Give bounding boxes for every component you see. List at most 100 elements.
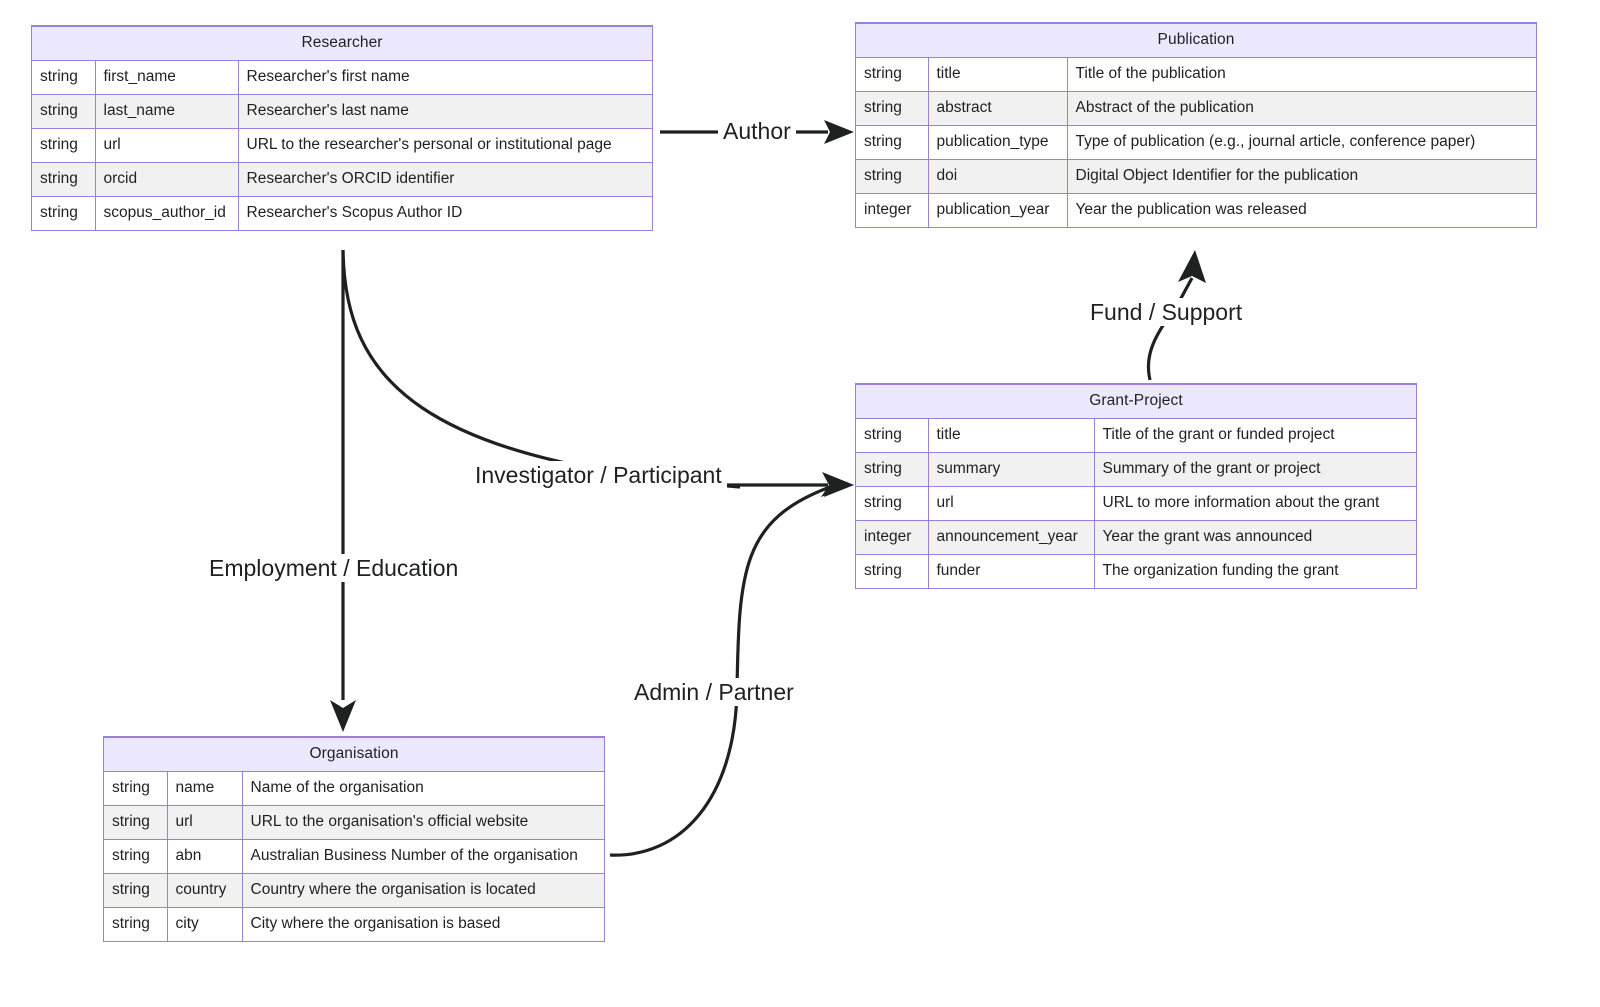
attr-field: title: [928, 418, 1095, 453]
attr-type: string: [32, 60, 96, 95]
attr-field: publication_year: [928, 193, 1068, 227]
attr-field: scopus_author_id: [95, 196, 239, 230]
attr-field: doi: [928, 159, 1068, 194]
attr-field: name: [167, 771, 243, 806]
attr-type: string: [104, 771, 168, 806]
attr-description: Abstract of the publication: [1067, 91, 1536, 126]
attr-field: first_name: [95, 60, 239, 95]
attr-description: Researcher's last name: [238, 94, 652, 129]
attr-type: string: [856, 452, 929, 487]
entity-organisation[interactable]: Organisation string name Name of the org…: [103, 736, 605, 942]
attr-field: orcid: [95, 162, 239, 197]
attr-field: title: [928, 57, 1068, 92]
table-row: string title Title of the publication: [856, 57, 1536, 92]
attr-field: announcement_year: [928, 520, 1095, 555]
attr-type: string: [32, 162, 96, 197]
attr-type: string: [104, 873, 168, 908]
attr-description: Country where the organisation is locate…: [242, 873, 604, 908]
attr-field: publication_type: [928, 125, 1068, 160]
attr-field: url: [167, 805, 243, 840]
attr-field: url: [928, 486, 1095, 521]
entity-publication[interactable]: Publication string title Title of the pu…: [855, 22, 1537, 228]
table-row: string title Title of the grant or funde…: [856, 418, 1416, 453]
table-row: string city City where the organisation …: [104, 907, 604, 941]
entity-title-row: Grant-Project: [856, 384, 1416, 419]
attr-type: string: [32, 128, 96, 163]
table-row: string doi Digital Object Identifier for…: [856, 159, 1536, 194]
attr-type: string: [856, 418, 929, 453]
attr-description: Year the publication was released: [1067, 193, 1536, 227]
attr-type: string: [32, 196, 96, 230]
attr-description: Title of the publication: [1067, 57, 1536, 92]
edge-employment-education: [330, 250, 356, 732]
attr-description: Australian Business Number of the organi…: [242, 839, 604, 874]
attr-type: string: [856, 159, 929, 194]
table-row: string url URL to the organisation's off…: [104, 805, 604, 840]
attr-description: Researcher's ORCID identifier: [238, 162, 652, 197]
relationship-label-fund-support: Fund / Support: [1085, 298, 1248, 327]
attr-field: funder: [928, 554, 1095, 588]
attr-description: Researcher's first name: [238, 60, 652, 95]
table-row: string funder The organization funding t…: [856, 554, 1416, 588]
table-row: string summary Summary of the grant or p…: [856, 452, 1416, 487]
attr-type: string: [104, 805, 168, 840]
attr-field: summary: [928, 452, 1095, 487]
attr-type: string: [856, 554, 929, 588]
table-row: string abn Australian Business Number of…: [104, 839, 604, 874]
entity-name-grant-project: Grant-Project: [856, 384, 1416, 419]
table-row: string scopus_author_id Researcher's Sco…: [32, 196, 652, 230]
entity-name-organisation: Organisation: [104, 737, 604, 772]
attr-description: URL to the organisation's official websi…: [242, 805, 604, 840]
attr-field: url: [95, 128, 239, 163]
relationship-label-author: Author: [718, 117, 796, 146]
edge-admin-partner: [609, 472, 854, 857]
attr-field: last_name: [95, 94, 239, 129]
attr-field: abn: [167, 839, 243, 874]
table-row: string first_name Researcher's first nam…: [32, 60, 652, 95]
table-row: string last_name Researcher's last name: [32, 94, 652, 129]
attr-type: string: [856, 91, 929, 126]
table-row: string orcid Researcher's ORCID identifi…: [32, 162, 652, 197]
attr-type: string: [104, 839, 168, 874]
attr-description: Year the grant was announced: [1094, 520, 1416, 555]
attr-description: Summary of the grant or project: [1094, 452, 1416, 487]
attr-type: string: [856, 125, 929, 160]
edge-investigator-participant: [341, 249, 854, 497]
entity-grant-project[interactable]: Grant-Project string title Title of the …: [855, 383, 1417, 589]
attr-field: country: [167, 873, 243, 908]
entity-title-row: Organisation: [104, 737, 604, 772]
attr-description: URL to more information about the grant: [1094, 486, 1416, 521]
relationship-label-employment-education: Employment / Education: [204, 554, 464, 583]
attr-description: Title of the grant or funded project: [1094, 418, 1416, 453]
attr-description: Type of publication (e.g., journal artic…: [1067, 125, 1536, 160]
table-row: string abstract Abstract of the publicat…: [856, 91, 1536, 126]
table-row: string publication_type Type of publicat…: [856, 125, 1536, 160]
relationship-label-investigator-participant: Investigator / Participant: [470, 461, 727, 490]
table-row: string name Name of the organisation: [104, 771, 604, 806]
table-row: string url URL to the researcher's perso…: [32, 128, 652, 163]
attr-description: URL to the researcher's personal or inst…: [238, 128, 652, 163]
attr-description: Digital Object Identifier for the public…: [1067, 159, 1536, 194]
entity-name-publication: Publication: [856, 23, 1536, 58]
attr-field: city: [167, 907, 243, 941]
attr-type: string: [856, 486, 929, 521]
attr-description: The organization funding the grant: [1094, 554, 1416, 588]
entity-name-researcher: Researcher: [32, 26, 652, 61]
table-row: integer announcement_year Year the grant…: [856, 520, 1416, 555]
entity-title-row: Researcher: [32, 26, 652, 61]
attr-type: integer: [856, 193, 929, 227]
attr-description: Researcher's Scopus Author ID: [238, 196, 652, 230]
attr-type: integer: [856, 520, 929, 555]
attr-description: Name of the organisation: [242, 771, 604, 806]
entity-researcher[interactable]: Researcher string first_name Researcher'…: [31, 25, 653, 231]
relationship-label-admin-partner: Admin / Partner: [629, 678, 799, 707]
entity-title-row: Publication: [856, 23, 1536, 58]
attr-description: City where the organisation is based: [242, 907, 604, 941]
table-row: string url URL to more information about…: [856, 486, 1416, 521]
table-row: integer publication_year Year the public…: [856, 193, 1536, 227]
attr-type: string: [32, 94, 96, 129]
attr-type: string: [856, 57, 929, 92]
attr-type: string: [104, 907, 168, 941]
attr-field: abstract: [928, 91, 1068, 126]
